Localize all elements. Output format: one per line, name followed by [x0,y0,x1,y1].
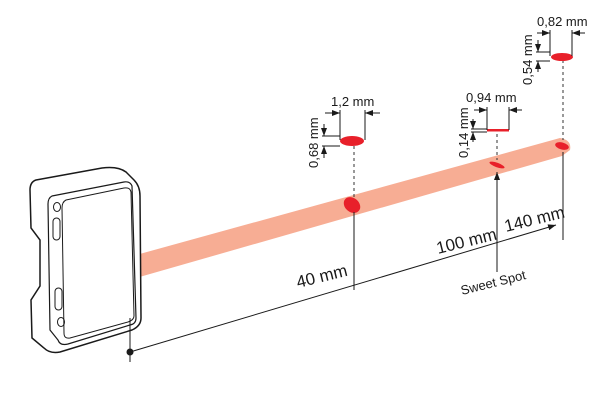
distance-label-140mm: 140 mm [502,203,566,236]
spot-3-width-label: 0,82 mm [537,14,588,29]
spot-3-height-label: 0,54 mm [520,34,535,85]
spot-2-width-label: 0,94 mm [466,90,517,105]
beam-spot-40mm [343,197,361,213]
spot-2-height-label: 0,14 mm [456,107,471,158]
distance-label-40mm: 40 mm [294,261,349,292]
beam-spot-100mm [489,161,505,169]
sensor-body [29,166,142,354]
spot-1-height-label: 0,68 mm [306,117,321,168]
distance-dimension [126,60,564,362]
sweet-spot-label: Sweet Spot [459,267,528,298]
distance-label-100mm: 100 mm [434,225,498,258]
spot-detail-40mm [321,110,380,158]
spot-detail-140mm [535,30,585,72]
spot-1-width-label: 1,2 mm [331,94,374,109]
beam-spot-140mm [555,142,569,150]
spot-detail-100mm [470,107,522,142]
